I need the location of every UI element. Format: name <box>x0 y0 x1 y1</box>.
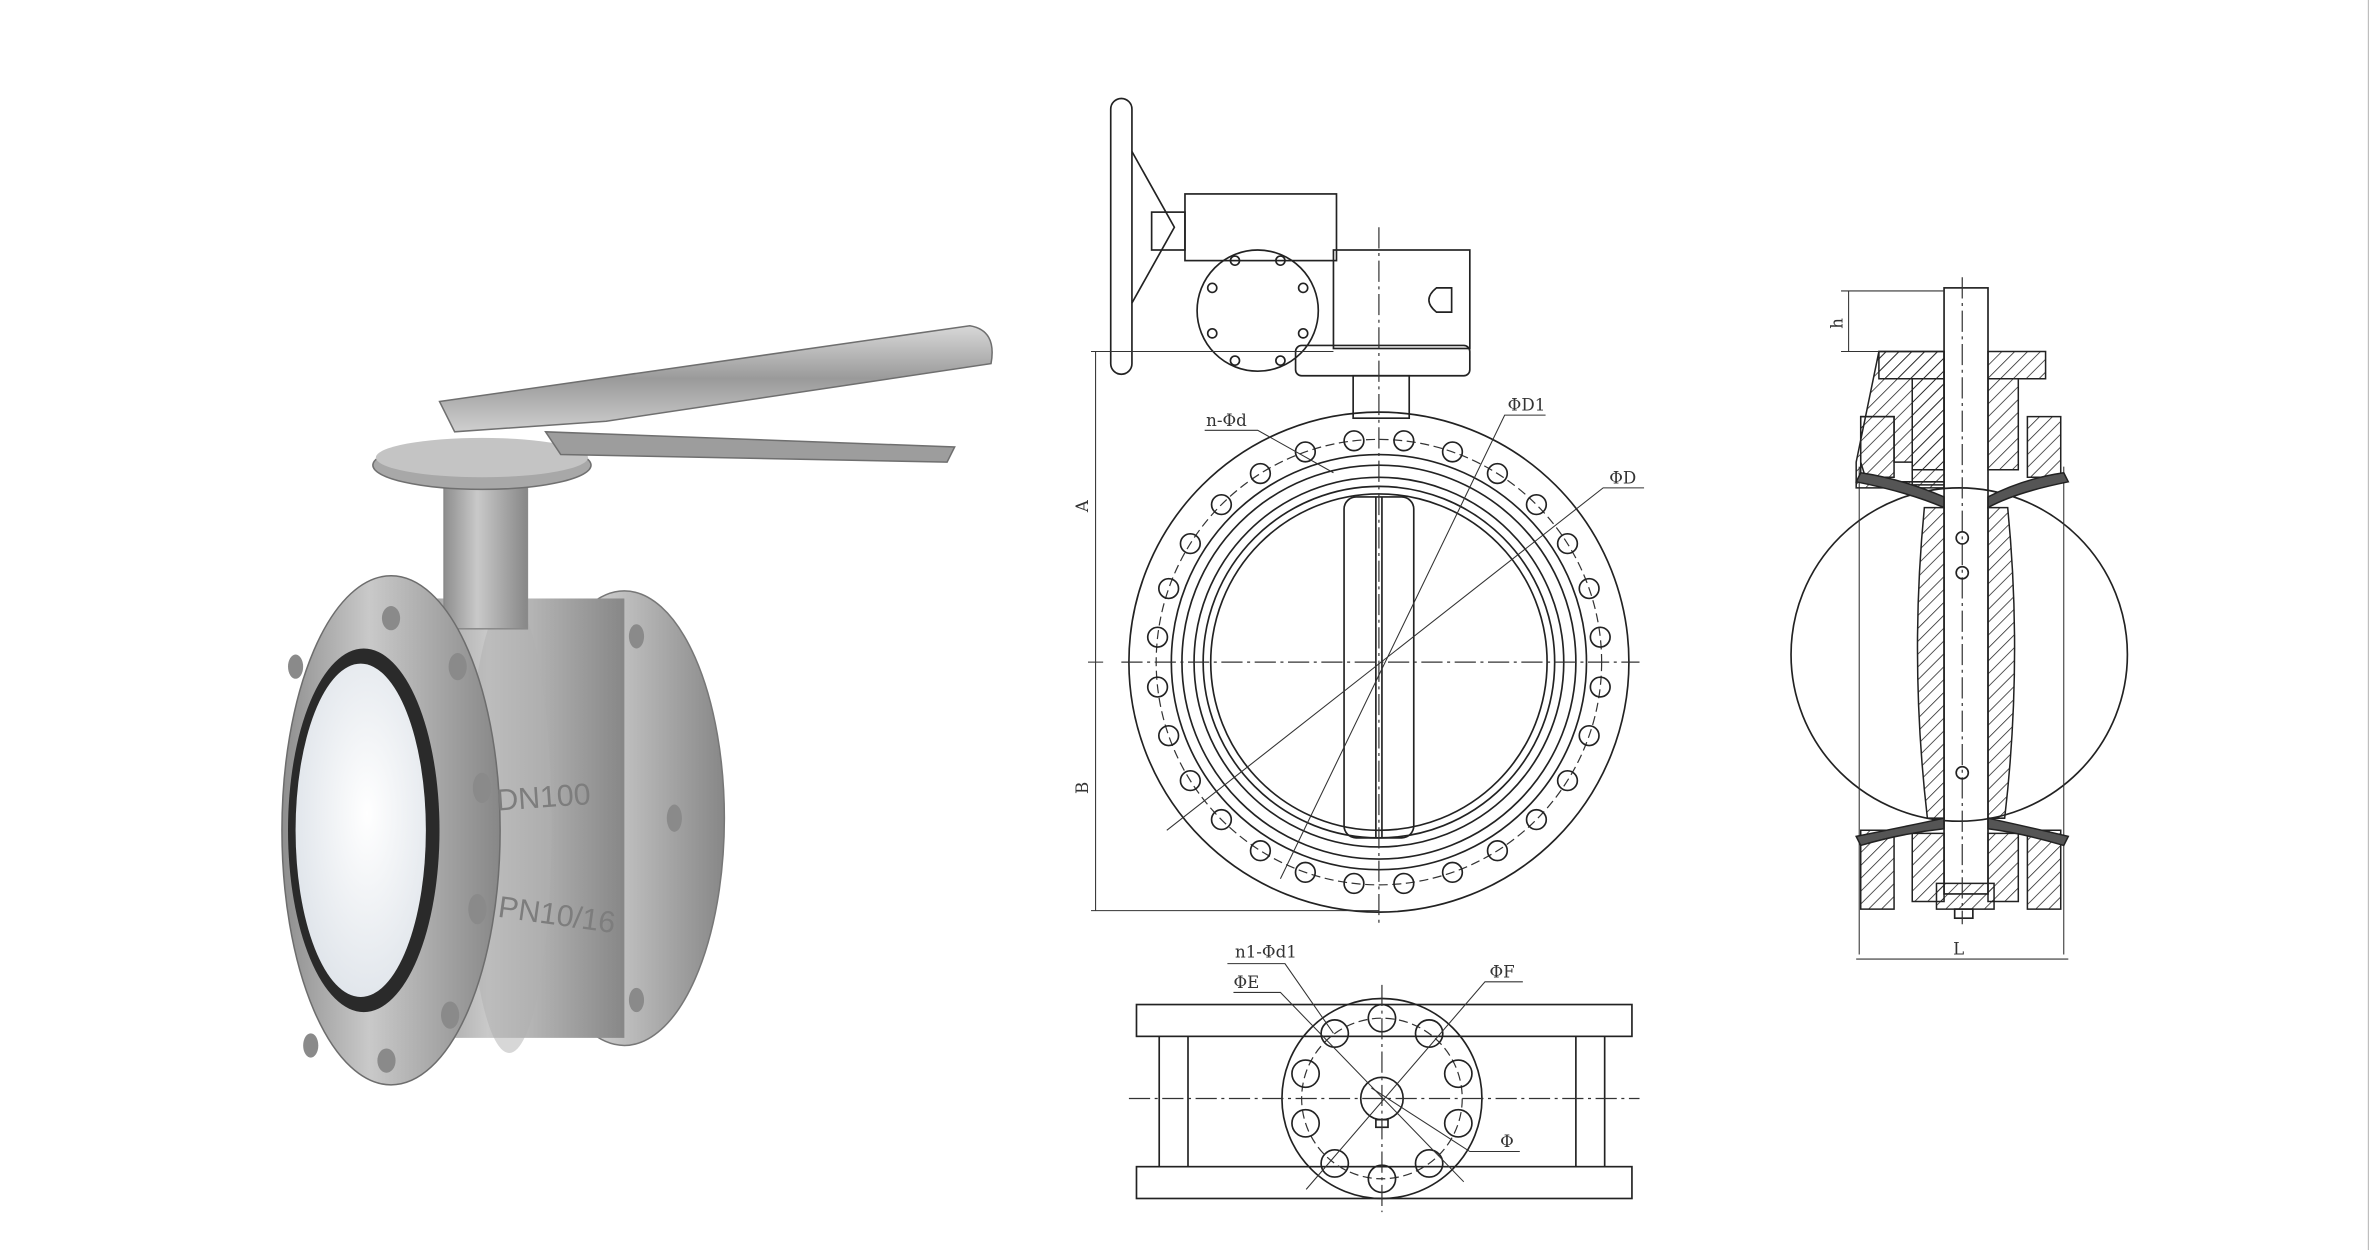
bolt-hole <box>1441 861 1464 884</box>
handwheel <box>1109 97 1133 376</box>
cast-size-text: DN100 <box>495 778 591 817</box>
bolt-hole <box>1179 769 1202 792</box>
valve-stem <box>1943 287 1989 895</box>
bolt-hole <box>1578 725 1600 747</box>
bolt-hole <box>1294 861 1317 884</box>
bolt-hole <box>1443 1059 1473 1089</box>
bolt-hole <box>1578 577 1600 600</box>
bolt-hole <box>1157 577 1180 600</box>
label-phi-f: ΦF <box>1490 962 1515 981</box>
top-flange-view-drawing: n1-Φd1 ΦE ΦF Φ <box>1128 943 1640 1213</box>
bolt-hole <box>1556 532 1579 555</box>
body-section-top-right <box>1987 350 2062 479</box>
dim-b-label: B <box>1073 782 1092 794</box>
bolt-hole <box>1486 840 1509 862</box>
bolt-hole <box>1343 430 1365 452</box>
gearbox-body <box>1332 249 1471 350</box>
gearbox-cover <box>1196 249 1320 373</box>
bolt-hole <box>1525 808 1548 831</box>
bolt-hole <box>1291 1108 1321 1138</box>
label-phi-d: ΦD <box>1609 468 1636 487</box>
gearbox-worm-housing <box>1184 193 1338 262</box>
valve-stem-neck <box>1352 374 1411 420</box>
disc-section-right <box>1987 506 2016 819</box>
disc-section-left <box>1916 506 1945 819</box>
bolt-hole <box>1414 1148 1444 1178</box>
section-view-drawing: h L <box>1790 277 2129 960</box>
bolt-hole <box>1556 769 1579 792</box>
bolt-hole <box>1525 493 1548 516</box>
bolt-hole <box>1210 493 1233 516</box>
bolt-hole <box>1179 532 1202 555</box>
bolt-hole <box>1146 626 1169 648</box>
flange-bolt-holes <box>1146 430 1611 895</box>
ptfe-liner <box>295 663 426 997</box>
bolt-hole <box>1146 676 1169 698</box>
lever-handle <box>438 324 993 433</box>
dim-a-label: A <box>1073 499 1092 513</box>
disc-swing-outline <box>1790 487 2129 823</box>
bolt-hole <box>1210 808 1233 831</box>
flange-bolt-holes <box>288 606 682 1073</box>
bolt-hole <box>1291 1059 1321 1089</box>
bolt-hole <box>1249 462 1272 485</box>
bolt-hole <box>1249 840 1272 862</box>
dim-h-label: h <box>1828 318 1847 329</box>
bolt-hole <box>1393 872 1415 895</box>
label-phi: Φ <box>1500 1132 1514 1151</box>
bolt-hole <box>1486 462 1509 485</box>
label-n1-phi-d1: n1-Φd1 <box>1235 943 1297 962</box>
bolt-hole <box>1343 872 1365 895</box>
bolt-hole <box>1157 725 1180 747</box>
bolt-hole <box>1589 626 1611 648</box>
bolt-hole <box>1443 1108 1473 1138</box>
dim-l-label: L <box>1953 940 1964 959</box>
bolt-hole <box>1393 430 1415 452</box>
label-phi-d1: ΦD1 <box>1508 396 1546 415</box>
bolt-hole <box>1320 1019 1350 1048</box>
bolt-hole <box>1441 441 1464 463</box>
valve-photo: DN100 PN10/16 <box>281 324 993 1086</box>
label-n-phi-d: n-Φd <box>1206 411 1247 430</box>
bolt-hole <box>1320 1148 1350 1178</box>
bolt-hole <box>1589 676 1611 698</box>
front-view-drawing: A B n-Φd ΦD1 ΦD <box>1073 97 1645 925</box>
label-phi-e: ΦE <box>1233 973 1259 992</box>
valve-neck <box>443 476 529 630</box>
